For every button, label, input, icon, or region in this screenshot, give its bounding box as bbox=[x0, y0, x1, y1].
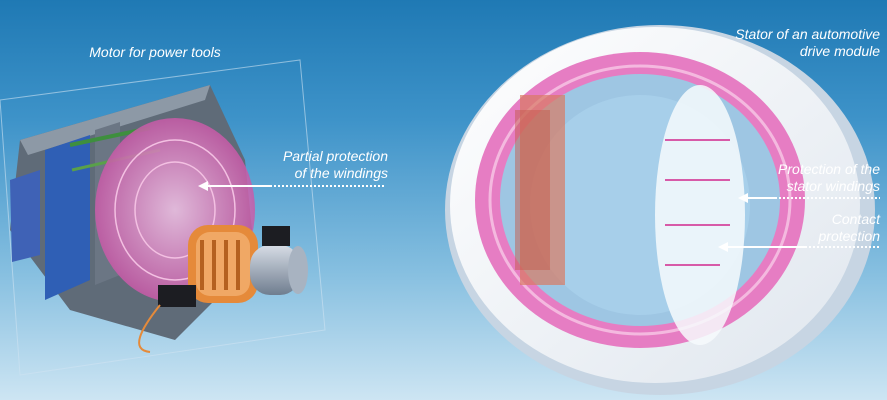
left-arrow-icon bbox=[738, 193, 748, 203]
motor-title-label: Motor for power tools bbox=[70, 44, 240, 61]
motor-partial-protection-line1: Partial protection bbox=[282, 148, 388, 164]
stator-title-line1: Stator of an automotive bbox=[735, 26, 880, 42]
stator-title-label: Stator of an automotive drive module bbox=[675, 26, 880, 60]
shaft-illustration bbox=[138, 226, 308, 353]
contact-protection-label: Contact protection bbox=[760, 211, 880, 245]
contact-protection-line1: Contact bbox=[831, 211, 880, 227]
stator-protection-line1: Protection of the bbox=[778, 161, 880, 177]
motor-partial-protection-line2: of the windings bbox=[294, 165, 388, 181]
stator-ring-illustration bbox=[445, 25, 875, 395]
commutator-illustration bbox=[188, 225, 258, 303]
annotation-leaders bbox=[198, 181, 880, 252]
left-arrow-icon bbox=[198, 181, 208, 191]
stator-protection-label: Protection of the stator windings bbox=[720, 161, 880, 195]
left-arrow-icon bbox=[718, 242, 728, 252]
motor-partial-protection-label: Partial protection of the windings bbox=[252, 148, 388, 182]
stator-protection-line2: stator windings bbox=[786, 178, 880, 194]
motor-frame bbox=[0, 59, 326, 376]
contact-protection-line2: protection bbox=[818, 228, 880, 244]
stator-title-line2: drive module bbox=[799, 43, 880, 59]
motor-title-text: Motor for power tools bbox=[89, 44, 221, 60]
